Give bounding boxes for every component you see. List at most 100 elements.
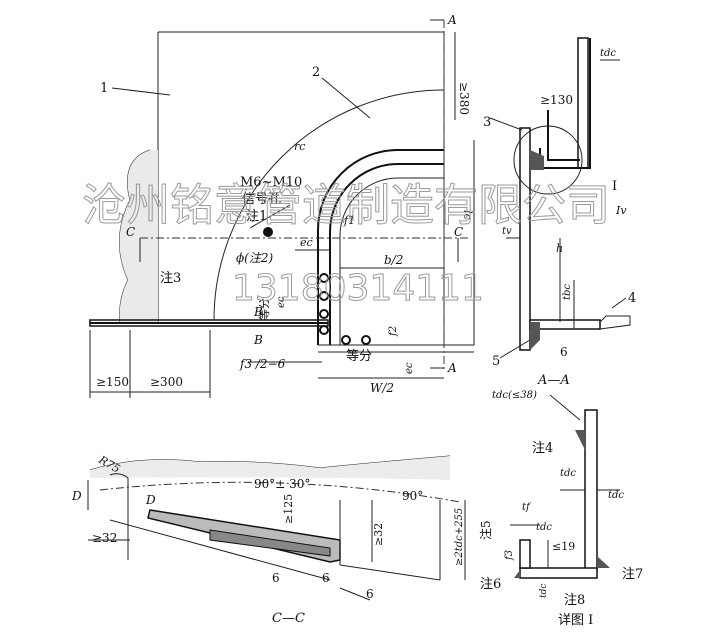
label-dim-tdc1: tdc — [600, 48, 616, 59]
aa-inner — [547, 110, 580, 161]
label-section-b-top: B — [253, 305, 263, 319]
leader-3 — [489, 117, 523, 131]
label-view-detail: 详图 I — [558, 613, 593, 628]
label-detail-mark: I — [612, 179, 617, 194]
watermark-company: 沧州铭意管道制造有限公司 — [82, 180, 610, 231]
signal-hole — [263, 227, 273, 237]
cc-center-arc — [99, 481, 461, 503]
label-section-a-top: A — [447, 13, 457, 27]
label-dim-90: 90° — [402, 489, 423, 503]
label-part-3: 3 — [483, 115, 491, 130]
aa-weld-top — [530, 150, 544, 170]
channel-inner — [329, 163, 444, 345]
label-dim-b2: b/2 — [384, 253, 403, 267]
break-fill — [119, 150, 158, 322]
leader-4 — [611, 297, 627, 309]
label-dim-125: ≥125 — [282, 494, 295, 524]
label-dim-d1: D — [71, 489, 82, 503]
label-note-7: 注7 — [622, 567, 643, 582]
label-dim-90-30: 90°± 30° — [254, 477, 310, 491]
bolt-holes — [263, 227, 371, 345]
label-equal-2: 等分 — [257, 298, 271, 320]
label-part-4: 4 — [628, 291, 636, 306]
hole-5 — [341, 335, 351, 345]
label-dim-tdc2: tdc(≤38) — [492, 390, 537, 401]
detail-i-view — [510, 394, 620, 579]
detail-weld-left — [514, 570, 520, 578]
label-dim-255: ≥2tdc+255 — [454, 508, 465, 566]
hole-1 — [319, 273, 329, 283]
label-dim-tdc3: tdc — [560, 468, 576, 479]
label-note-6: 注6 — [480, 577, 501, 592]
section-cc-view — [87, 455, 466, 601]
label-dim-ec2: ec — [276, 296, 287, 308]
label-dim-tf: tf — [522, 502, 532, 513]
label-dim-h: h — [556, 242, 563, 255]
label-note-5: 注5 — [478, 520, 493, 540]
label-section-a-bottom: A — [447, 361, 457, 375]
label-part-6d: 6 — [366, 587, 374, 601]
watermark-phone: 13180314111 — [232, 268, 484, 309]
label-equal-1: 等分 — [346, 348, 372, 364]
label-part-6b: 6 — [272, 571, 280, 585]
detail-lip — [519, 539, 531, 569]
label-dim-32b: ≥32 — [372, 523, 385, 546]
label-dim-19: ≤19 — [552, 540, 575, 553]
label-view-cc: C—C — [272, 611, 305, 626]
label-dim-32a: ≥32 — [92, 531, 117, 545]
aa-step — [599, 315, 631, 330]
detail-weld-right — [597, 556, 610, 568]
label-note-3: 注3 — [160, 271, 181, 286]
label-section-b-bottom: B — [253, 333, 263, 347]
cc-lower-line-2 — [339, 564, 441, 581]
label-part-6c: 6 — [322, 571, 330, 585]
label-view-aa: A—A — [537, 373, 570, 388]
label-section-c-right: C — [454, 225, 463, 239]
label-dim-f3-detail: f3 — [504, 550, 515, 561]
cc-break-fill — [90, 456, 450, 480]
channel-inner2 — [339, 177, 444, 345]
label-dim-lc: lc — [461, 210, 474, 220]
detail-weld-top — [575, 430, 585, 450]
hole-3 — [319, 309, 329, 319]
label-hole-name: 信号孔 — [242, 192, 281, 207]
aa-base — [529, 319, 601, 330]
label-note-1: 注1 — [246, 209, 267, 224]
leader-1 — [111, 87, 171, 96]
outer-arc — [213, 89, 445, 321]
label-dim-ec1: ec — [300, 236, 313, 249]
aa-wall — [519, 127, 531, 351]
leader-6 — [339, 587, 371, 601]
label-dim-380: ≥380 — [457, 82, 471, 115]
cc-lower-line — [109, 519, 331, 581]
hole-6 — [361, 335, 371, 345]
label-part-2: 2 — [312, 65, 320, 80]
label-dim-150: ≥150 — [96, 375, 129, 389]
detail-circle — [513, 125, 583, 195]
label-dim-tbc: tbc — [562, 284, 573, 300]
label-part-6a: 6 — [560, 345, 568, 359]
label-dim-lv: Iv — [615, 204, 627, 217]
cc-plate-inner — [209, 529, 331, 557]
label-note-2: ϕ(注2) — [236, 251, 273, 265]
plan-view — [89, 19, 475, 398]
label-hole-spec: M6~M10 — [240, 175, 302, 190]
label-dim-d2: D — [145, 493, 156, 507]
label-dim-tdc4: tdc — [608, 490, 624, 501]
label-dim-w2: W/2 — [370, 381, 394, 395]
label-note-4: 注4 — [532, 441, 553, 456]
label-dim-tdc5: tdc — [536, 522, 552, 533]
aa-weld-bottom — [530, 322, 540, 350]
label-dim-130: ≥130 — [540, 93, 573, 107]
label-note-8: 注8 — [564, 593, 585, 608]
watermark: 沧州铭意管道制造有限公司 13180314111 — [82, 180, 611, 310]
hole-2 — [319, 291, 329, 301]
label-section-c-left: C — [126, 225, 135, 239]
leader-hole — [249, 204, 291, 229]
label-dim-f2: f2 — [388, 326, 399, 337]
label-dim-rc: rc — [294, 140, 305, 153]
label-dim-f1: f1 — [343, 214, 355, 227]
hole-4 — [319, 325, 329, 335]
